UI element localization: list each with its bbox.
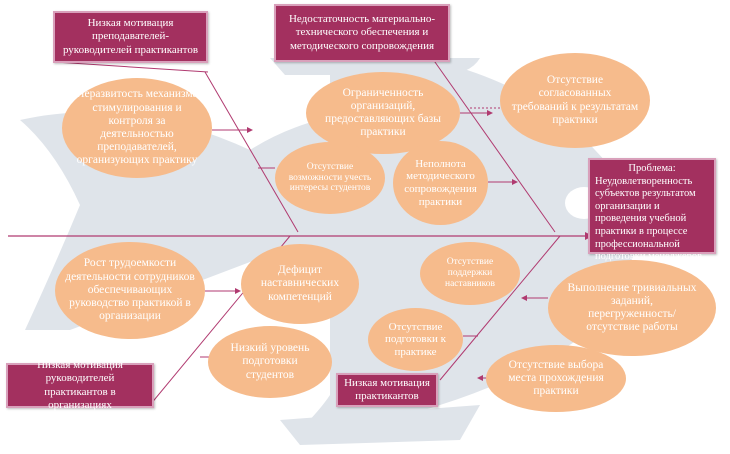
cause-trivial-tasks: Выполнение тривиальных заданий, перегруж…	[548, 260, 716, 356]
rib-bottom-center	[439, 235, 561, 381]
fish-tail-fin	[280, 405, 480, 445]
problem-title: Проблема:	[628, 163, 676, 174]
cause-place-choice: Отсутствие выбора места прохождения прак…	[486, 345, 626, 412]
rib-top-left-diagonal	[204, 71, 299, 233]
arrowhead-trivial-tasks	[521, 295, 527, 301]
problem-text: Неудовлетворенность субъектов результато…	[595, 175, 703, 263]
arrowhead-method-support	[512, 179, 518, 185]
arrowhead-limited-orgs	[487, 110, 493, 116]
cause-limited-orgs: Ограниченность организаций, предоставляю…	[306, 72, 460, 154]
cause-method-support: Неполнота методического сопровождения пр…	[393, 141, 488, 225]
category-bottom-left: Низкая мотивация руководителей практикан…	[6, 359, 154, 411]
fish-dorsal-fin	[270, 58, 480, 75]
arrowhead-mechanism	[247, 127, 253, 133]
category-bottom-center: Низкая мотивация практикантов	[336, 373, 438, 407]
cause-competence-deficit: Дефицит наставнических компетенций	[241, 244, 359, 324]
cause-mechanism: Неразвитость механизма стимулирования и …	[62, 78, 212, 178]
rib-top-center	[429, 54, 556, 233]
cause-practice-preparation: Отсутствие подготовки к практике	[368, 308, 463, 371]
category-top-left: Низкая мотивация преподавателей-руководи…	[53, 11, 208, 63]
category-top-center: Недостаточность материально-технического…	[274, 4, 450, 62]
cause-student-interests: Отсутствие возможности учесть интересы с…	[275, 142, 385, 214]
problem-box: Проблема: Неудовлетворенность субъектов …	[588, 158, 716, 262]
cause-mentor-support: Отсутствие поддержки наставников	[420, 242, 520, 305]
cause-labor-intensity: Рост трудоемкости деятельности сотрудник…	[55, 242, 205, 339]
rib-top-left	[54, 61, 209, 73]
arrowhead-labor-intensity	[235, 288, 241, 294]
arrowhead-place-choice	[477, 375, 483, 381]
cause-low-preparation: Низкий уровень подготовки студентов	[208, 326, 332, 398]
cause-agreed-requirements: Отсутствие согласованных требований к ре…	[500, 53, 650, 148]
